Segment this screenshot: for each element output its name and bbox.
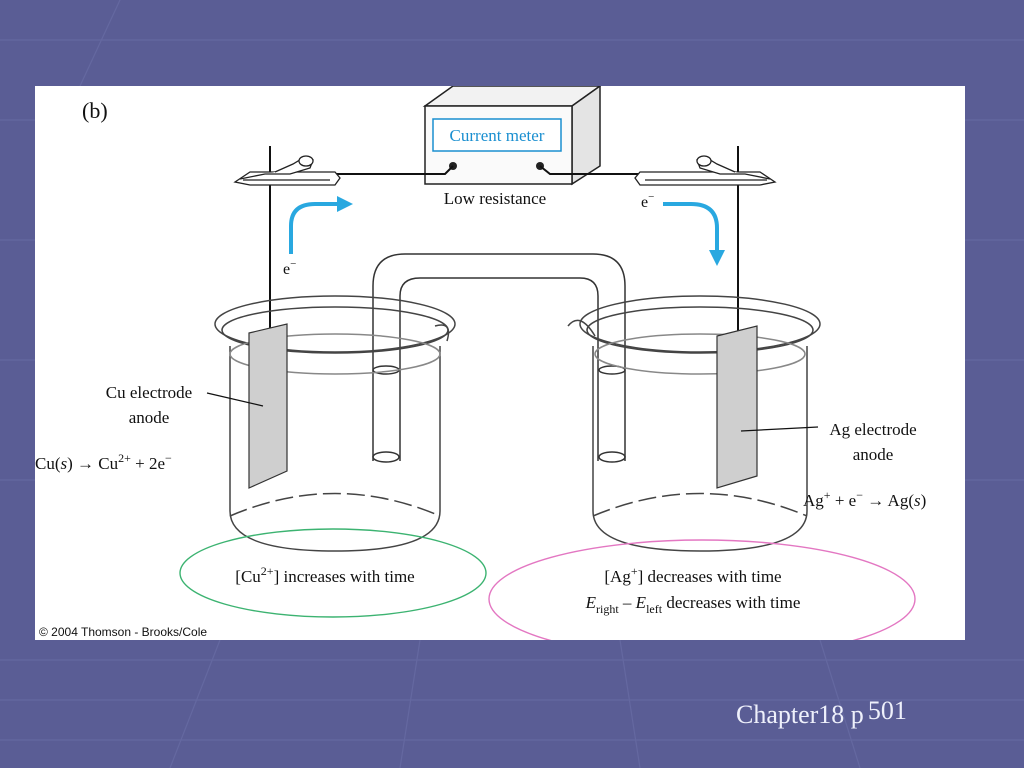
salt-bridge [372,253,626,463]
cu-leader-line [206,392,264,407]
cu-concentration-note: [Cu2+] increases with time [235,564,414,586]
right-alligator-clip [634,155,777,186]
electron-arrow-left [289,196,353,254]
cu-electrode-role: anode [129,408,170,427]
left-beaker [214,295,456,552]
panel-label: (b) [82,98,108,123]
resistance-label: Low resistance [444,189,546,208]
current-meter: Current meter [422,86,602,186]
emf-note: Eright – Eleft decreases with time [585,593,801,616]
ag-electrode [716,325,758,489]
meter-label: Current meter [450,126,545,145]
ag-electrode-name: Ag electrode [829,420,916,439]
cell-diagram: Current meter Low resistance (b) [35,86,926,640]
ag-leader-line [740,426,819,432]
footer-page: 501 [867,696,907,725]
galvanic-cell-figure: Current meter Low resistance (b) [35,86,965,640]
electron-label-right: e− [641,191,654,211]
cu-electrode-name: Cu electrode [106,383,192,402]
ag-reaction: Ag+ + e− → Ag(s) [803,488,926,510]
electron-label-left: e− [283,258,296,278]
left-highlight-ellipse [179,528,487,618]
electron-arrow-right [663,202,725,266]
ag-electrode-role: anode [853,445,894,464]
cu-reaction: Cu(s) → Cu2+ + 2e− [35,451,172,473]
right-beaker [567,295,821,552]
right-highlight-ellipse [488,539,916,640]
footer-chapter: Chapter18 p [736,700,864,729]
copyright-text: © 2004 Thomson - Brooks/Cole [39,625,207,639]
left-alligator-clip [233,155,341,186]
ag-concentration-note: [Ag+] decreases with time [604,564,781,586]
cu-electrode [248,323,288,489]
